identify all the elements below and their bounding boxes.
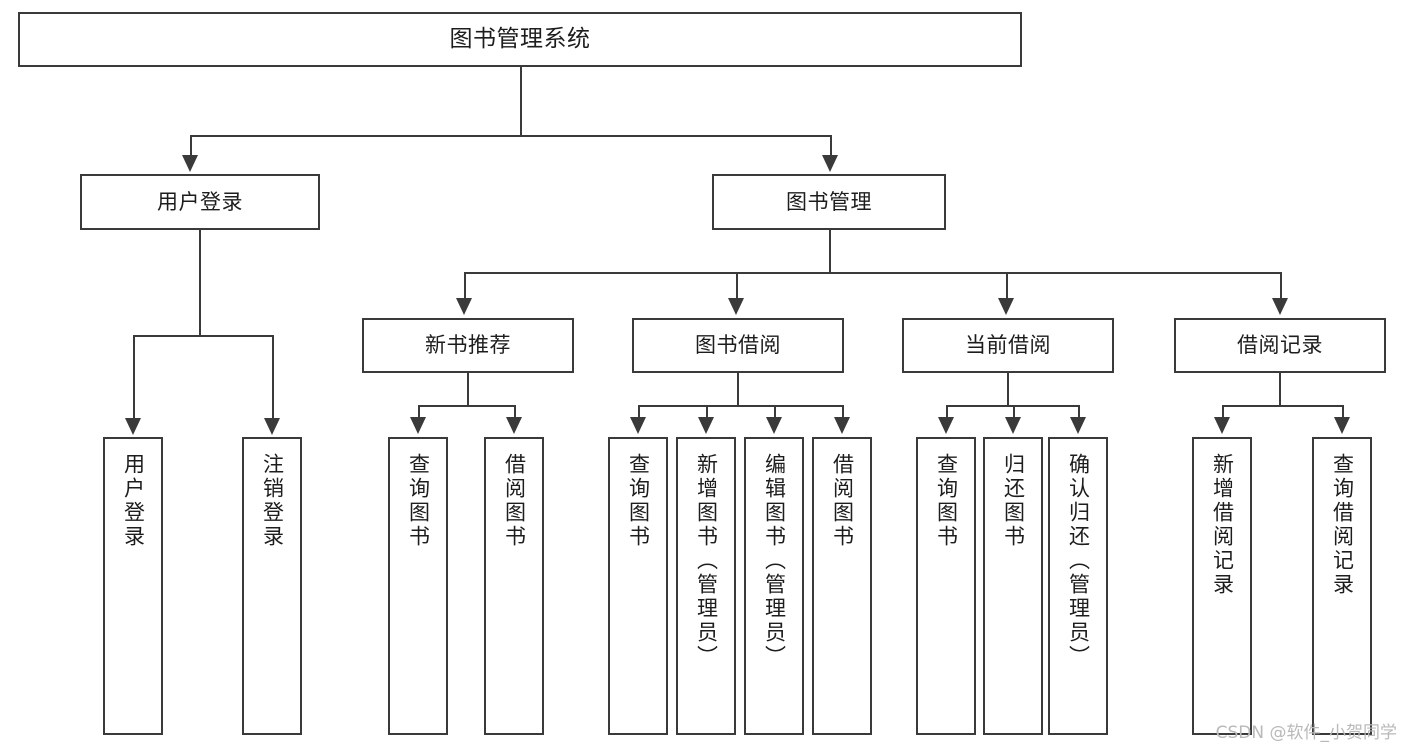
node-borrow-record: 借阅记录 (1174, 318, 1386, 373)
connector-cb-to-leaf-1 (946, 405, 948, 419)
node-label: 新增图书（管理员） (694, 453, 719, 669)
node-current-borrow: 当前借阅 (902, 318, 1114, 373)
arrow-cb-to-leaf-3 (1070, 417, 1086, 434)
node-root-system: 图书管理系统 (18, 12, 1022, 67)
arrow-bb-to-leaf-1 (630, 417, 646, 434)
connector-br-stem (1279, 373, 1281, 405)
connector-root-to-book-manage (830, 135, 832, 157)
node-label: 图书管理系统 (449, 26, 591, 53)
arrow-user-login-to-leaf-2 (264, 418, 280, 435)
connector-root-stem (520, 67, 522, 135)
node-label: 确认归还（管理员） (1066, 453, 1091, 669)
connector-bm-to-l3-3 (1006, 272, 1008, 300)
connector-bm-to-l3-1 (464, 272, 466, 300)
connector-bb-to-leaf-1 (638, 405, 640, 419)
connector-br-bar (1222, 405, 1342, 407)
leaf-user-login: 用户登录 (103, 437, 163, 735)
connector-user-login-bar (133, 335, 273, 337)
node-new-book-recommend: 新书推荐 (362, 318, 574, 373)
connector-bb-bar (638, 405, 842, 407)
connector-bb-stem (737, 373, 739, 405)
connector-user-login-to-leaf-1 (133, 335, 135, 420)
connector-nbr-to-leaf-1 (418, 405, 420, 419)
arrow-nbr-to-leaf-1 (410, 417, 426, 434)
node-label: 注销登录 (260, 453, 285, 549)
arrow-bm-to-borrow-record (1272, 298, 1288, 315)
arrow-bm-to-book-borrow (728, 298, 744, 315)
node-label: 借阅图书 (830, 453, 855, 549)
node-label: 新增借阅记录 (1210, 453, 1235, 597)
arrow-user-login-to-leaf-1 (125, 418, 141, 435)
connector-user-login-stem (199, 230, 201, 335)
connector-br-to-leaf-2 (1342, 405, 1344, 419)
arrow-nbr-to-leaf-2 (506, 417, 522, 434)
leaf-edit-book: 编辑图书（管理员） (744, 437, 804, 735)
arrow-bb-to-leaf-2 (698, 417, 714, 434)
node-label: 新书推荐 (425, 333, 511, 358)
node-label: 借阅图书 (502, 453, 527, 549)
node-label: 编辑图书（管理员） (762, 453, 787, 669)
connector-book-manage-bar (464, 272, 1280, 274)
leaf-add-book: 新增图书（管理员） (676, 437, 736, 735)
node-label: 用户登录 (157, 189, 243, 214)
connector-cb-to-leaf-3 (1078, 405, 1080, 419)
node-book-manage: 图书管理 (712, 174, 946, 230)
node-label: 借阅记录 (1237, 333, 1323, 358)
node-label: 当前借阅 (965, 333, 1051, 358)
node-user-login: 用户登录 (80, 174, 320, 230)
connector-cb-stem (1007, 373, 1009, 405)
leaf-add-borrow-record: 新增借阅记录 (1192, 437, 1252, 735)
arrow-root-to-book-manage (822, 155, 838, 172)
node-label: 归还图书 (1001, 453, 1026, 549)
arrow-bb-to-leaf-3 (766, 417, 782, 434)
arrow-cb-to-leaf-2 (1005, 417, 1021, 434)
connector-nbr-stem (467, 373, 469, 405)
leaf-query-borrow-record: 查询借阅记录 (1312, 437, 1372, 735)
node-label: 查询图书 (406, 453, 431, 549)
connector-bm-to-l3-2 (736, 272, 738, 300)
leaf-user-logout: 注销登录 (242, 437, 302, 735)
connector-root-to-user-login (190, 135, 192, 157)
arrow-br-to-leaf-2 (1334, 417, 1350, 434)
connector-cb-to-leaf-2 (1013, 405, 1015, 419)
node-label: 用户登录 (121, 453, 146, 549)
leaf-confirm-return: 确认归还（管理员） (1048, 437, 1108, 735)
node-label: 查询图书 (934, 453, 959, 549)
connector-bm-to-l3-4 (1280, 272, 1282, 300)
connector-bb-to-leaf-3 (774, 405, 776, 419)
node-book-borrow: 图书借阅 (632, 318, 844, 373)
leaf-query-book-current: 查询图书 (916, 437, 976, 735)
connector-bb-to-leaf-2 (706, 405, 708, 419)
leaf-query-book-recommend: 查询图书 (388, 437, 448, 735)
node-label: 查询借阅记录 (1330, 453, 1355, 597)
arrow-bb-to-leaf-4 (834, 417, 850, 434)
connector-user-login-to-leaf-2 (272, 335, 274, 420)
leaf-return-book: 归还图书 (983, 437, 1043, 735)
connector-cb-bar (946, 405, 1078, 407)
leaf-query-book-borrow: 查询图书 (608, 437, 668, 735)
connector-book-manage-stem (829, 230, 831, 272)
node-label: 图书借阅 (695, 333, 781, 358)
arrow-root-to-user-login (182, 155, 198, 172)
connector-nbr-bar (418, 405, 516, 407)
csdn-watermark: CSDN @软件_小贺同学 (1215, 723, 1397, 743)
connector-nbr-to-leaf-2 (514, 405, 516, 419)
node-label: 查询图书 (626, 453, 651, 549)
arrow-bm-to-new-book-recommend (456, 298, 472, 315)
arrow-cb-to-leaf-1 (938, 417, 954, 434)
connector-root-bar (190, 135, 830, 137)
arrow-bm-to-current-borrow (998, 298, 1014, 315)
connector-br-to-leaf-1 (1222, 405, 1224, 419)
connector-bb-to-leaf-4 (842, 405, 844, 419)
node-label: 图书管理 (786, 189, 872, 214)
leaf-borrow-book: 借阅图书 (812, 437, 872, 735)
leaf-borrow-book-recommend: 借阅图书 (484, 437, 544, 735)
arrow-br-to-leaf-1 (1214, 417, 1230, 434)
